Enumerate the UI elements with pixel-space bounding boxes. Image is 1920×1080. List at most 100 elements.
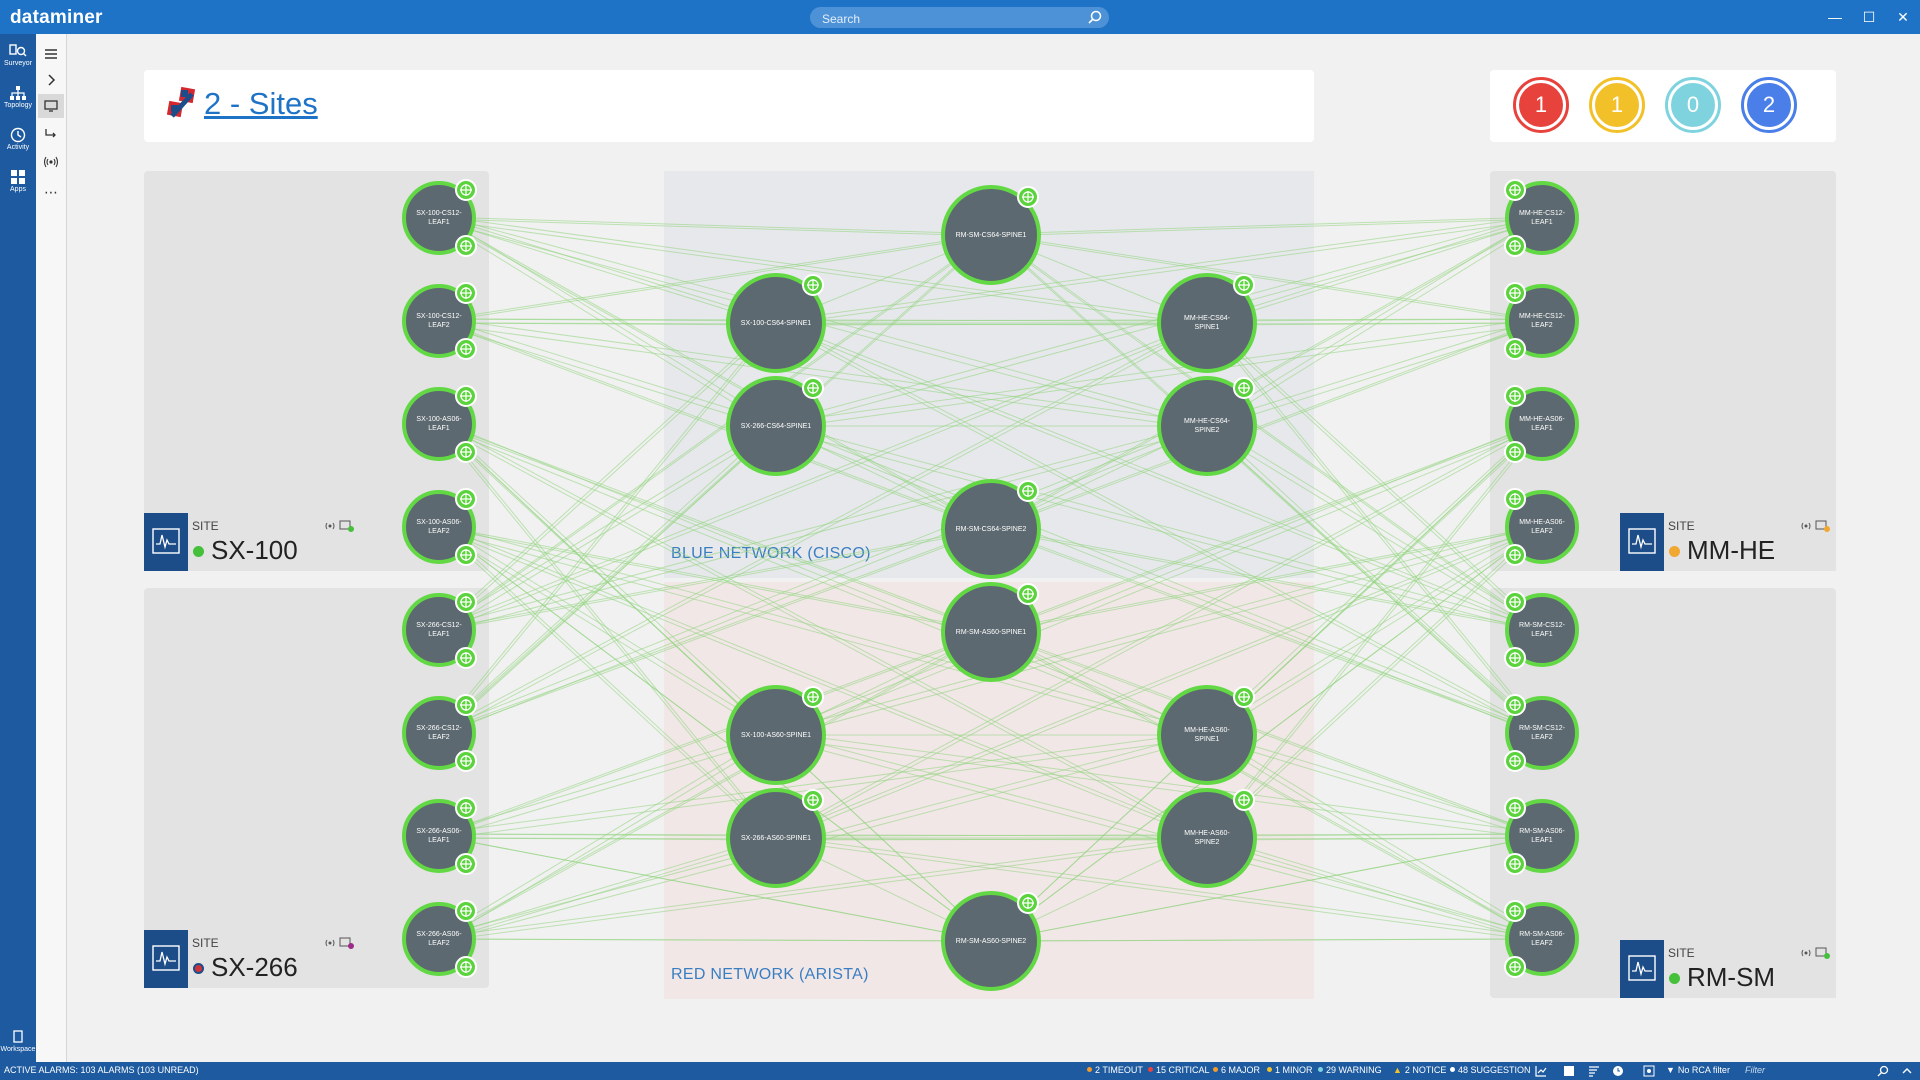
status-badge-icon[interactable]: [802, 686, 824, 708]
search-icon[interactable]: [1087, 9, 1103, 25]
title-bar: dataminer — ☐ ✕: [0, 0, 1920, 34]
status-filter-input[interactable]: Filter: [1745, 1065, 1765, 1075]
status-badge-icon[interactable]: [802, 274, 824, 296]
status-badge-icon[interactable]: [455, 385, 477, 407]
node-label: MM-HE-AS06- LEAF2: [1519, 519, 1565, 535]
major-label: 6 MAJOR: [1221, 1065, 1261, 1075]
page-title-link[interactable]: 2 - Sites: [204, 86, 318, 121]
status-badge-icon[interactable]: [1504, 853, 1526, 875]
status-badge-icon[interactable]: [1233, 274, 1255, 296]
status-badge-icon[interactable]: [1504, 694, 1526, 716]
alarm-counters-card: 1 1 0 2: [1490, 70, 1836, 142]
status-badge-icon[interactable]: [1504, 647, 1526, 669]
node-mmhe-cs64-spine1[interactable]: MM-HE-CS64- SPINE1: [1157, 273, 1257, 373]
critical-counter[interactable]: 1: [1513, 77, 1569, 133]
status-badge-icon[interactable]: [1233, 789, 1255, 811]
node-label: SX-266-CS12- LEAF1: [416, 622, 462, 638]
major-counter[interactable]: 1: [1589, 77, 1645, 133]
rail-workspace[interactable]: Workspace: [0, 1024, 36, 1064]
site-card-rmsm[interactable]: SITE RM-SM: [1620, 940, 1836, 998]
critical-count-status[interactable]: 15 CRITICAL: [1148, 1065, 1210, 1075]
minimize-button[interactable]: —: [1828, 9, 1842, 25]
timeout-count[interactable]: 2 TIMEOUT: [1087, 1065, 1143, 1075]
status-badge-icon[interactable]: [802, 789, 824, 811]
hamburger-menu-button[interactable]: [38, 42, 64, 66]
status-badge-icon[interactable]: [1504, 900, 1526, 922]
status-badge-icon[interactable]: [1504, 956, 1526, 978]
search-box[interactable]: [810, 7, 1109, 30]
site-card-sx100[interactable]: SITE SX-100: [144, 513, 360, 571]
site-card-sx266[interactable]: SITE SX-266: [144, 930, 360, 988]
status-badge-icon[interactable]: [455, 338, 477, 360]
filter-lines-icon[interactable]: [1587, 1064, 1601, 1078]
status-badge-icon[interactable]: [455, 488, 477, 510]
status-badge-icon[interactable]: [1504, 544, 1526, 566]
status-badge-icon[interactable]: [1504, 797, 1526, 819]
minor-counter[interactable]: 0: [1665, 77, 1721, 133]
status-badge-icon[interactable]: [1233, 686, 1255, 708]
rca-filter[interactable]: ▼No RCA filter: [1666, 1065, 1730, 1075]
status-badge-icon[interactable]: [1504, 591, 1526, 613]
status-badge-icon[interactable]: [455, 591, 477, 613]
status-badge-icon[interactable]: [1504, 750, 1526, 772]
search-input[interactable]: [820, 7, 1074, 30]
status-badge-icon[interactable]: [1504, 385, 1526, 407]
site-card-mmhe[interactable]: SITE MM-HE: [1620, 513, 1836, 571]
node-rmsm-cs64-spine1[interactable]: RM-SM-CS64-SPINE1: [941, 185, 1041, 285]
status-badge-icon[interactable]: [1017, 186, 1039, 208]
status-search-icon[interactable]: [1876, 1064, 1890, 1078]
close-button[interactable]: ✕: [1897, 9, 1909, 25]
status-badge-icon[interactable]: [455, 647, 477, 669]
status-badge-icon[interactable]: [1504, 441, 1526, 463]
status-badge-icon[interactable]: [1017, 892, 1039, 914]
status-badge-icon[interactable]: [455, 282, 477, 304]
more-options-button[interactable]: ⋯: [38, 184, 64, 208]
status-badge-icon[interactable]: [1504, 338, 1526, 360]
warning-count-status[interactable]: 29 WARNING: [1318, 1065, 1382, 1075]
active-alarms-text[interactable]: ACTIVE ALARMS: 103 ALARMS (103 UNREAD): [4, 1065, 199, 1075]
node-mmhe-as60-spine2[interactable]: MM-HE-AS60- SPINE2: [1157, 788, 1257, 888]
status-badge-icon[interactable]: [455, 956, 477, 978]
status-badge-icon[interactable]: [1017, 480, 1039, 502]
status-badge-icon[interactable]: [455, 441, 477, 463]
maximize-button[interactable]: ☐: [1862, 9, 1876, 25]
status-badge-icon[interactable]: [455, 797, 477, 819]
status-badge-icon[interactable]: [1233, 377, 1255, 399]
rail-surveyor[interactable]: Surveyor: [0, 38, 36, 78]
status-badge-icon[interactable]: [1017, 583, 1039, 605]
status-badge-icon[interactable]: [455, 544, 477, 566]
rail-topology[interactable]: Topology: [0, 80, 36, 120]
site-monitor-icon: [1620, 940, 1664, 998]
status-badge-icon[interactable]: [455, 853, 477, 875]
clock-icon[interactable]: [1611, 1064, 1625, 1078]
expand-button[interactable]: [38, 68, 64, 92]
counter-ring: [1513, 77, 1569, 133]
status-badge-icon[interactable]: [1504, 282, 1526, 304]
status-badge-icon[interactable]: [455, 179, 477, 201]
status-badge-icon[interactable]: [1504, 488, 1526, 510]
minor-count-status[interactable]: 1 MINOR: [1267, 1065, 1313, 1075]
rail-apps[interactable]: Apps: [0, 164, 36, 204]
notice-count-status[interactable]: ▲2 NOTICE: [1393, 1065, 1446, 1075]
status-badge-icon[interactable]: [455, 900, 477, 922]
focus-icon[interactable]: [1642, 1064, 1656, 1078]
signal-button[interactable]: [38, 150, 64, 174]
status-badge-icon[interactable]: [1504, 179, 1526, 201]
status-badge-icon[interactable]: [1504, 235, 1526, 257]
major-count-status[interactable]: 6 MAJOR: [1213, 1065, 1260, 1075]
site-monitor-icon: [144, 930, 188, 988]
status-badge-icon[interactable]: [455, 750, 477, 772]
visual-overview-button[interactable]: [38, 94, 64, 118]
chart-icon[interactable]: [1534, 1064, 1548, 1078]
rail-activity[interactable]: Activity: [0, 122, 36, 162]
list-view-icon[interactable]: [1562, 1064, 1576, 1078]
node-rmsm-as60-spine1[interactable]: RM-SM-AS60-SPINE1: [941, 582, 1041, 682]
status-badge-icon[interactable]: [455, 694, 477, 716]
status-badge-icon[interactable]: [802, 377, 824, 399]
node-sx266-as06-leaf2[interactable]: SX-266-AS06- LEAF2: [402, 902, 476, 976]
connections-button[interactable]: [38, 122, 64, 146]
suggestion-count-status[interactable]: 48 SUGGESTION: [1450, 1065, 1531, 1075]
status-badge-icon[interactable]: [455, 235, 477, 257]
chevron-up-icon[interactable]: [1900, 1064, 1914, 1078]
info-counter[interactable]: 2: [1741, 77, 1797, 133]
